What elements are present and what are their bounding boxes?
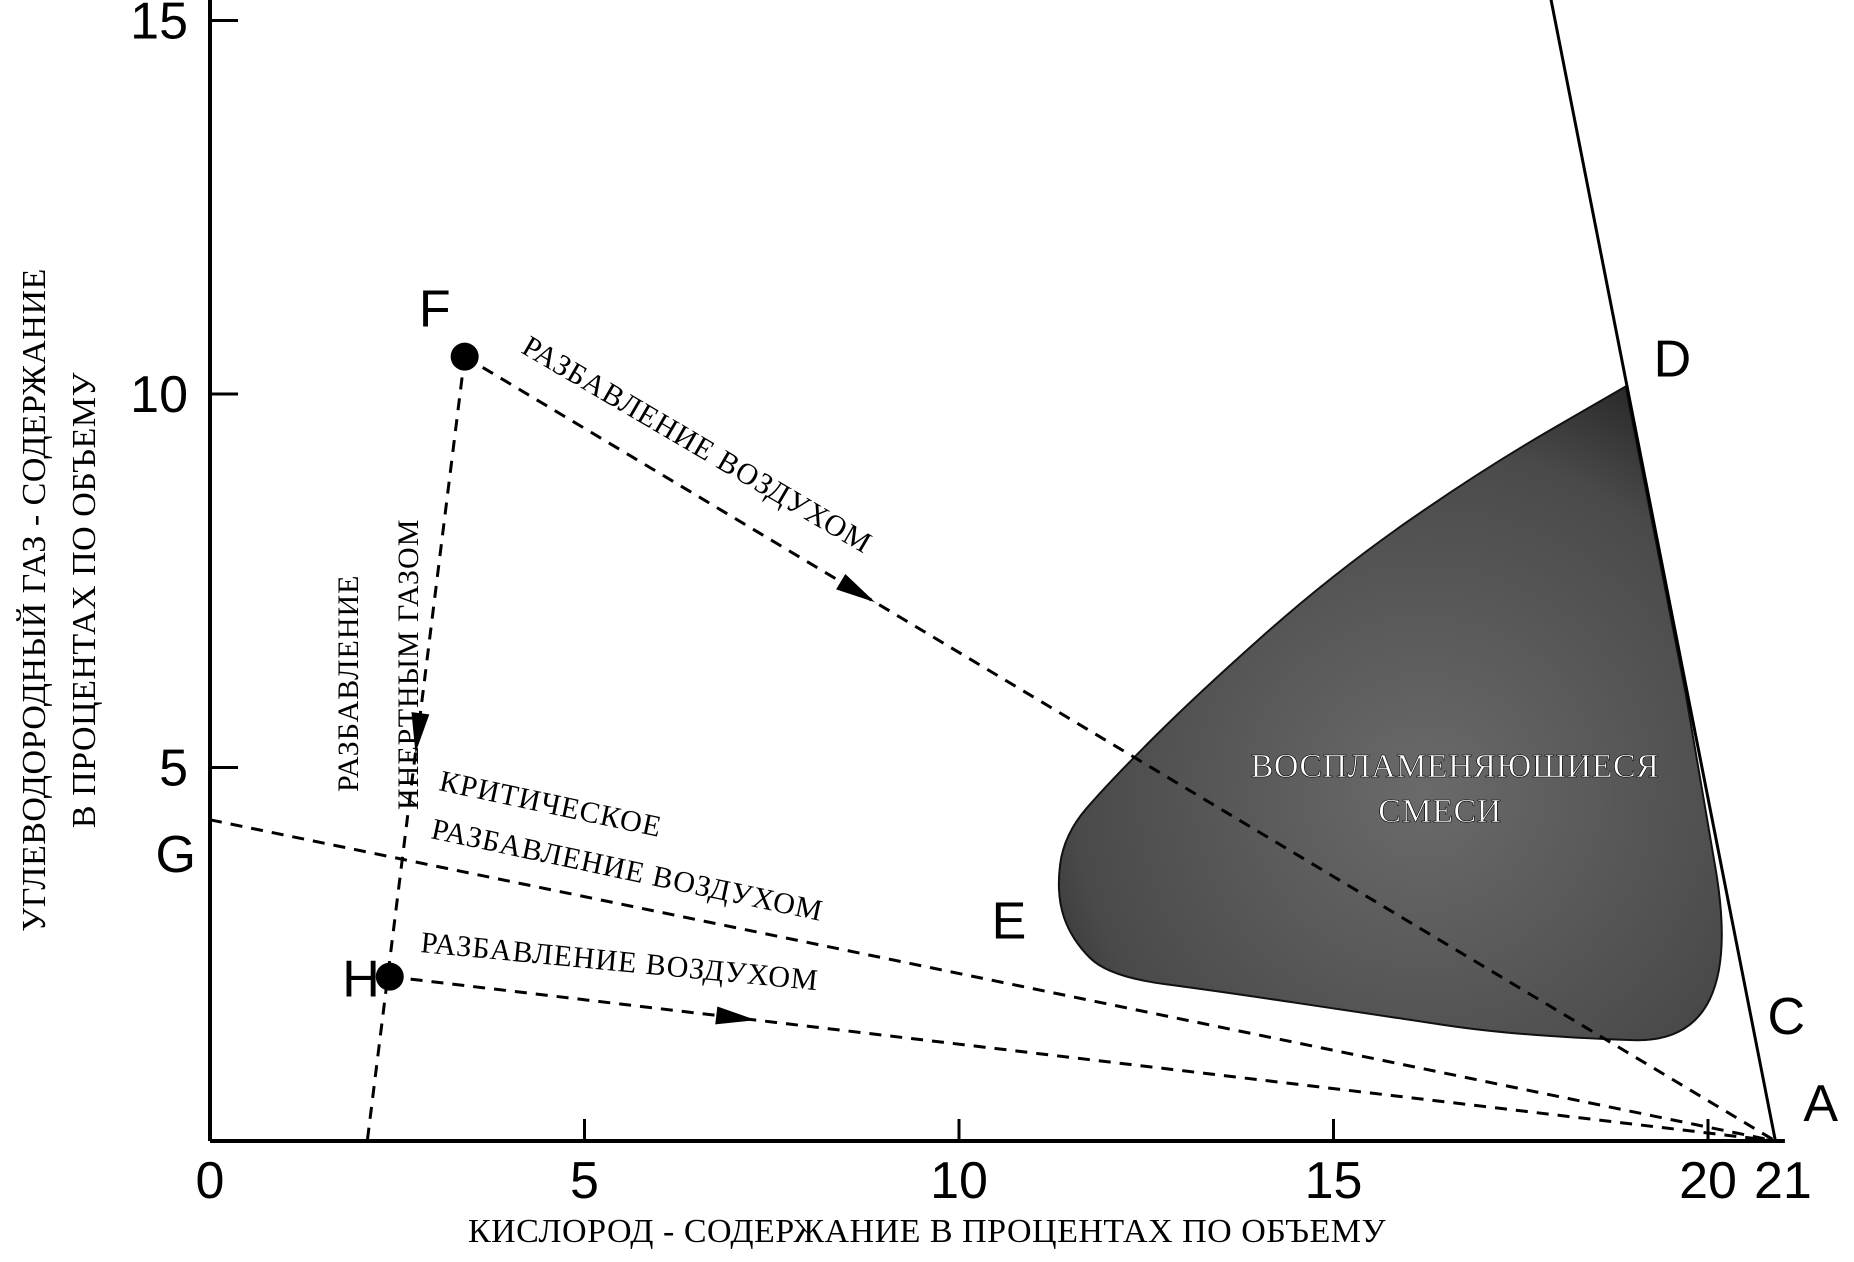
point-a-label: A xyxy=(1803,1075,1838,1133)
flammable-region xyxy=(1057,384,1723,1042)
arrow-right-icon xyxy=(715,1006,757,1025)
x-tick-label-20: 20 xyxy=(1679,1152,1737,1210)
point-e-label: E xyxy=(992,892,1027,950)
air-line-ab xyxy=(1549,0,1777,1142)
x-tick-label-5: 5 xyxy=(570,1152,599,1210)
x-axis-title: КИСЛОРОД - СОДЕРЖАНИЕ В ПРОЦЕНТАХ ПО ОБЪ… xyxy=(468,1213,1387,1250)
region-label-line2: СМЕСИ xyxy=(1378,793,1501,830)
air-dilution-line-from-f xyxy=(463,355,1777,1143)
point-markers: A B C D E F G H xyxy=(156,0,1839,1133)
point-h-label: H xyxy=(342,951,380,1009)
y-tick-label-10: 10 xyxy=(130,366,188,424)
point-d-label: D xyxy=(1654,331,1692,389)
region-label-line1: ВОСПЛАМЕНЯЮШИЕСЯ xyxy=(1251,748,1660,785)
x-tick-label-15: 15 xyxy=(1305,1152,1363,1210)
y-tick-label-15: 15 xyxy=(130,0,188,51)
x-tick-label-10: 10 xyxy=(930,1152,988,1210)
inert-gas-dilution-line xyxy=(365,356,467,1142)
point-f-label: F xyxy=(419,281,451,339)
y-axis-title-line1: УГЛЕВОДОРОДНЫЙ ГАЗ - СОДЕРЖАНИЕ xyxy=(16,268,53,932)
point-f-marker xyxy=(450,342,479,371)
point-g-label: G xyxy=(156,826,196,884)
point-h-marker xyxy=(375,962,404,991)
arrow-down-icon xyxy=(411,712,430,753)
x-tick-label-0: 0 xyxy=(196,1152,225,1210)
x-tick-label-21: 21 xyxy=(1754,1152,1812,1210)
y-axis-title-line2: В ПРОЦЕНТАХ ПО ОБЪЕМУ xyxy=(66,372,103,829)
y-tick-label-5: 5 xyxy=(159,740,188,798)
air-dilution-line-from-h xyxy=(389,975,1776,1143)
annotation-inert-line2: ИНЕРТНЫМ ГАЗОМ xyxy=(392,519,425,810)
point-b-label: B xyxy=(1565,0,1600,2)
axes: 0 5 10 15 20 21 5 10 15 xyxy=(130,0,1812,1210)
point-c-label: C xyxy=(1767,988,1805,1046)
annotation-inert-line1: РАЗБАВЛЕНИЕ xyxy=(332,575,365,792)
arrow-right-icon xyxy=(836,573,876,603)
critical-air-dilution-line xyxy=(209,818,1776,1143)
annotation-air-dilution-f: РАЗБАВЛЕНИЕ ВОЗДУХОМ xyxy=(516,330,877,561)
